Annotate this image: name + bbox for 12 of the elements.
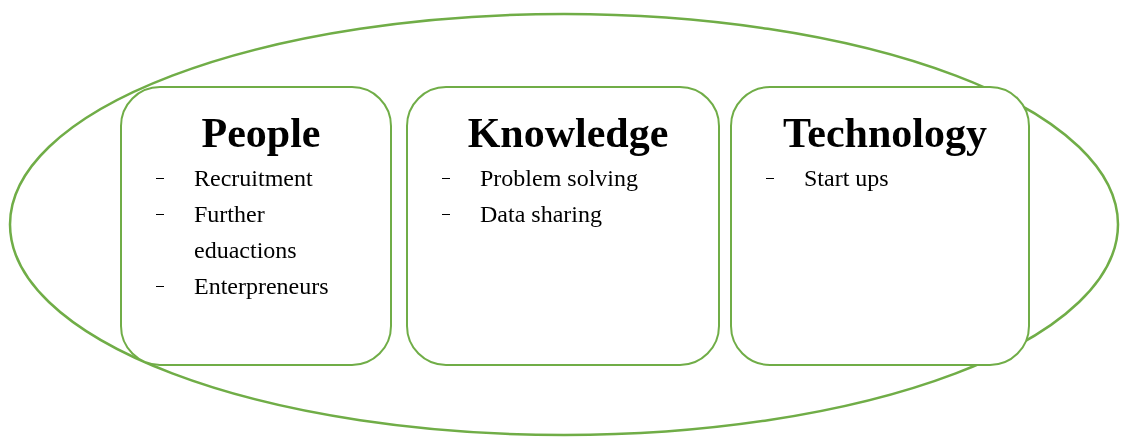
category-box	[406, 86, 720, 366]
list-item: Further eduactions	[152, 196, 370, 269]
list-item: Recruitment	[152, 160, 370, 197]
list-item: Data sharing	[438, 196, 698, 233]
list-item: Problem solving	[438, 160, 698, 197]
box-heading: Technology	[782, 110, 988, 157]
box-heading: People	[200, 110, 322, 157]
list-item: Start ups	[762, 160, 1008, 197]
list-item: Enterpreneurs	[152, 268, 370, 305]
box-heading: Knowledge	[466, 110, 670, 157]
category-box	[120, 86, 392, 366]
category-box	[730, 86, 1030, 366]
